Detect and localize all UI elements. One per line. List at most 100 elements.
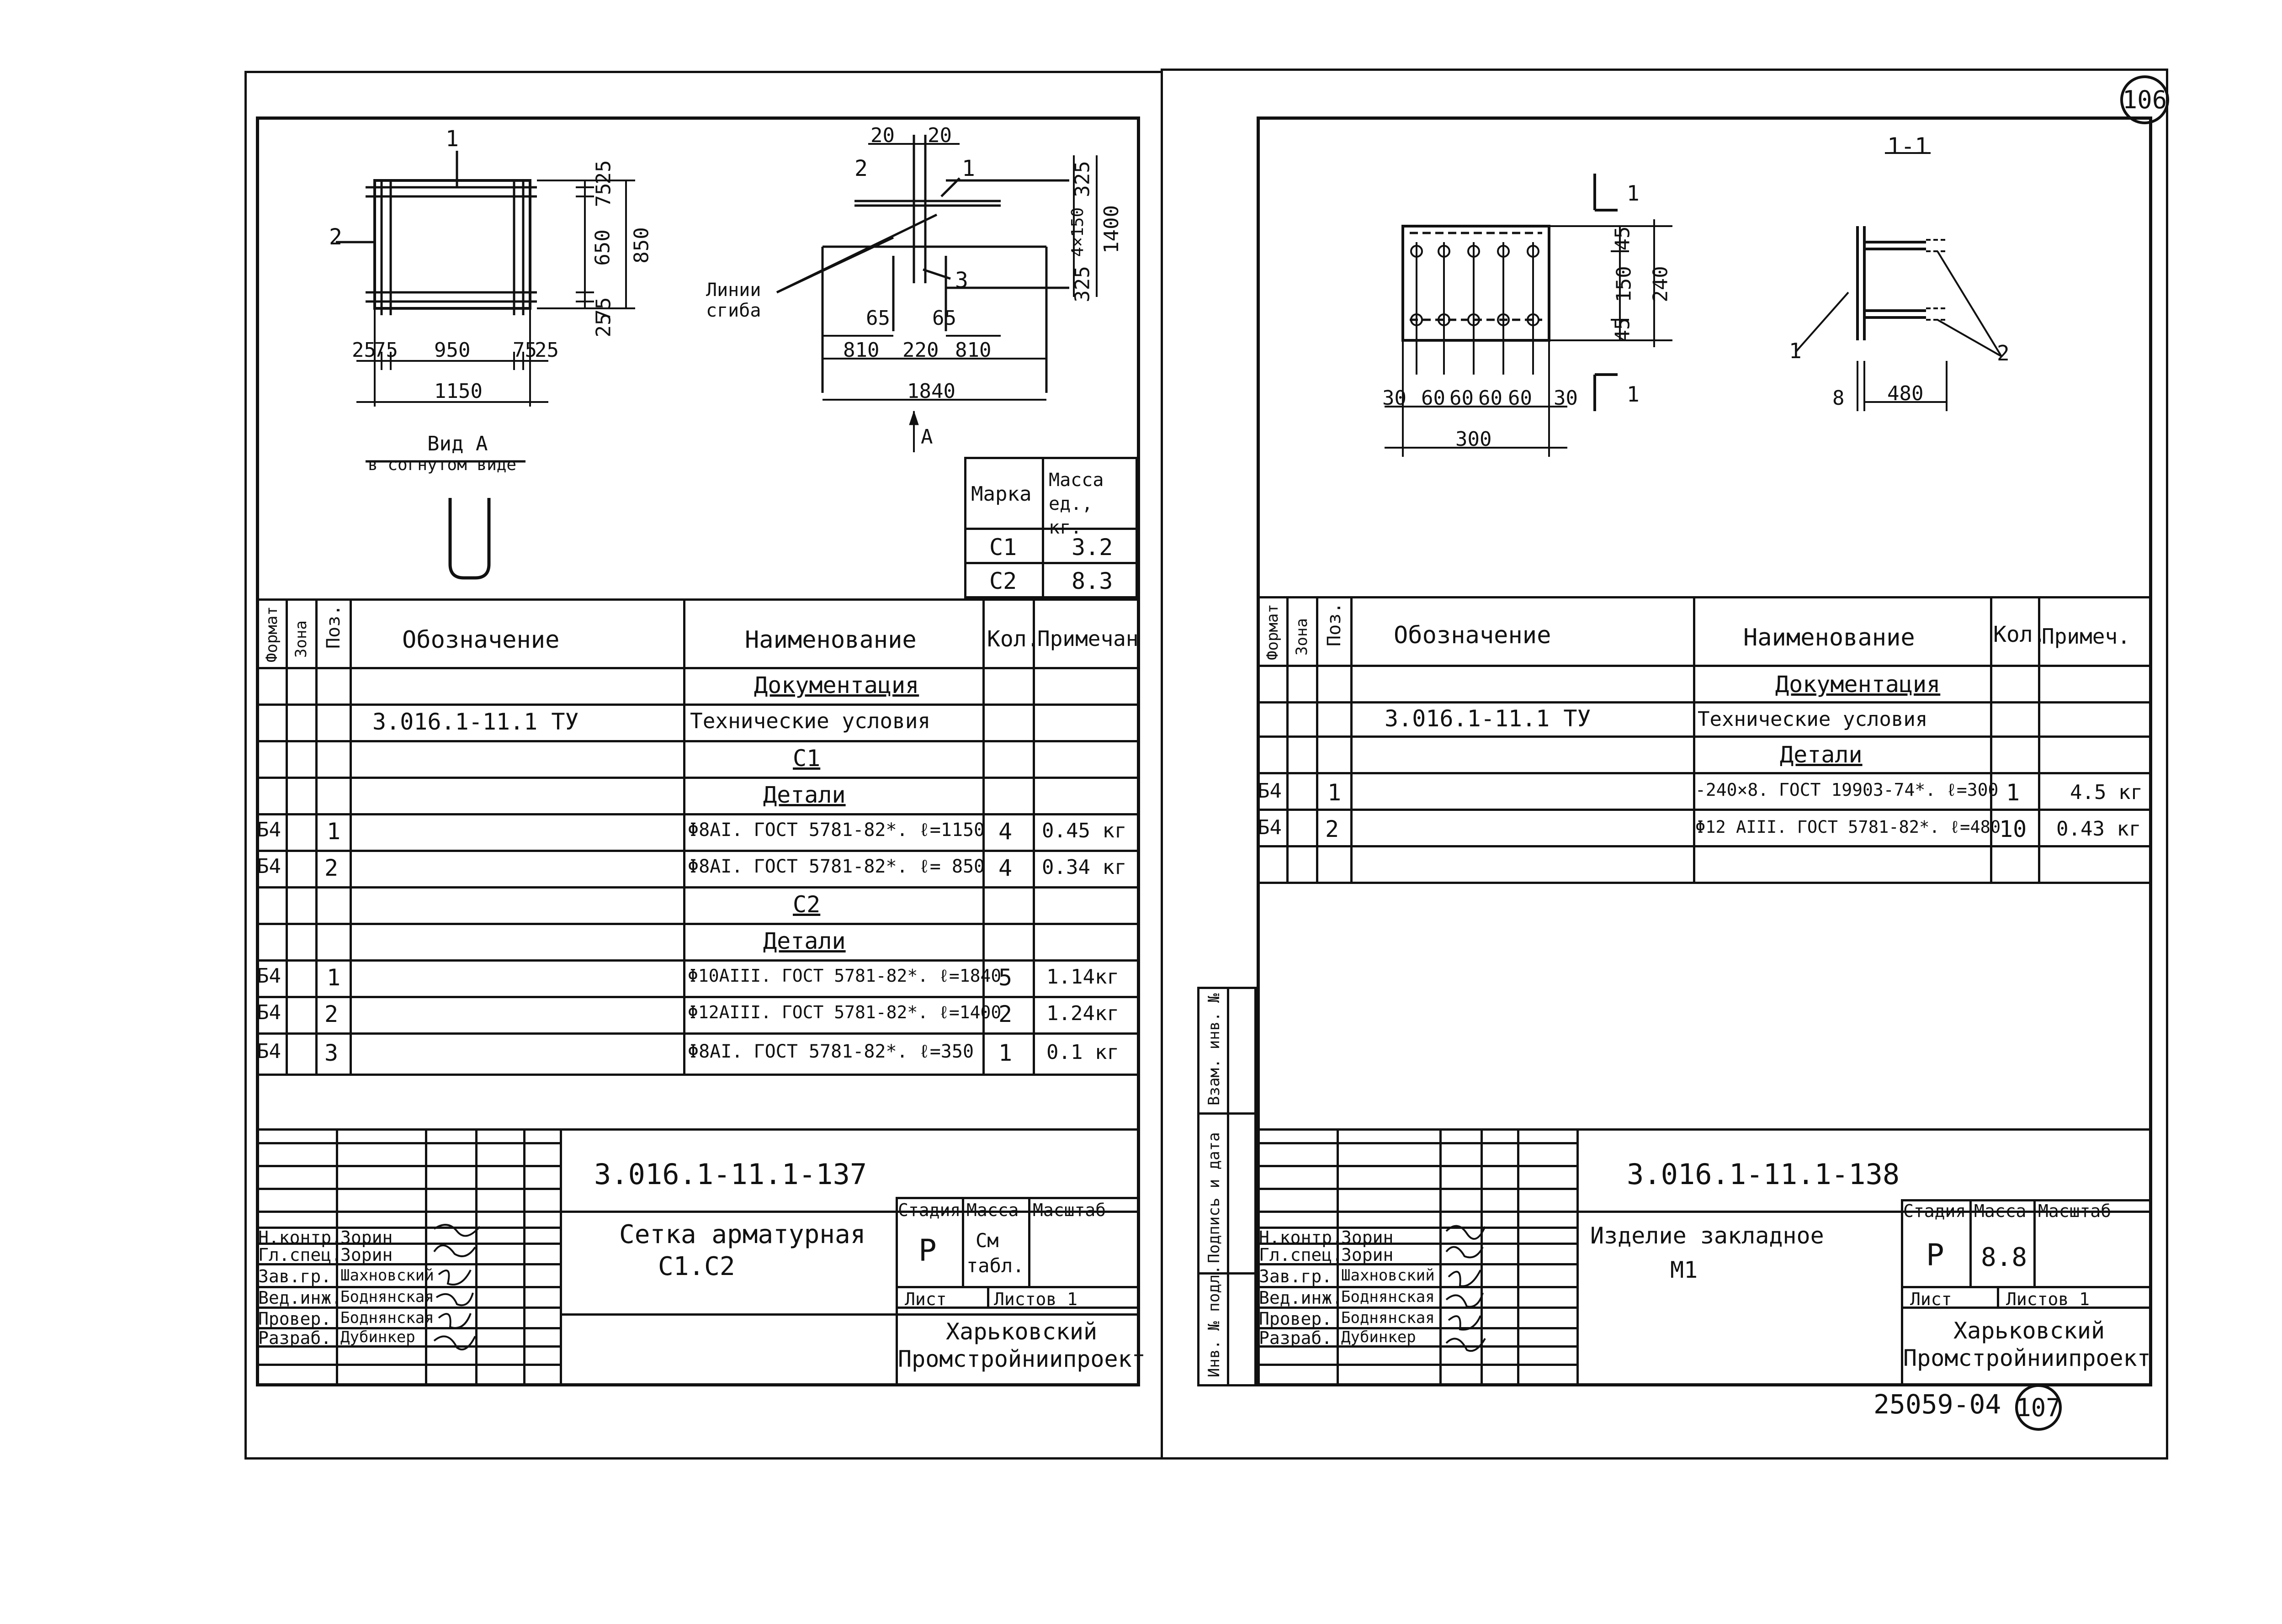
- left-org-name-1: Харьковский: [946, 1318, 1098, 1345]
- mass-table-header-mass: Масса ед., кг.: [1049, 470, 1104, 538]
- spec-row-c2-3-name: Φ8АI. ГОСТ 5781-82*. ℓ=350: [688, 1041, 974, 1062]
- right-role-0: Н.контр.: [1259, 1227, 1343, 1248]
- left-spec-table: Формат Зона Поз. Обозначение Наименовани…: [256, 598, 1140, 1076]
- spec-row-c1-2-qty: 4: [998, 855, 1013, 881]
- right-person-5: Дубинкер: [1341, 1328, 1416, 1346]
- r-spec-header-qty: Кол.: [1993, 622, 2046, 647]
- dim-810-left: 810: [843, 339, 880, 362]
- cut-mark-bottom: 1: [1627, 382, 1640, 407]
- sheet-bottom-border: [244, 1457, 2168, 1460]
- right-org-name-2: Промстройниипроект: [1903, 1345, 2151, 1371]
- dim-8: 8: [1832, 386, 1845, 410]
- spec-row-details-c1: Детали: [763, 782, 846, 808]
- page-number-top-text: 106: [2122, 85, 2167, 114]
- dim-b-25-left: 25: [352, 339, 376, 362]
- r-spec-row-2-format: Б4: [1258, 816, 1282, 839]
- right-spec-table: Формат Зона Поз. Обозначение Наименовани…: [1257, 596, 2152, 893]
- dim-30-left: 30: [1382, 386, 1406, 410]
- mass-table-mass-c2: 8.3: [1072, 568, 1113, 594]
- dim-60-c: 60: [1478, 386, 1502, 410]
- right-org-name-1: Харьковский: [1953, 1317, 2105, 1344]
- mass-table-header-mark: Марка: [971, 482, 1032, 506]
- spec-row-c1-2-format: Б4: [257, 855, 281, 878]
- spec-row-c1-1-pos: 1: [327, 818, 341, 845]
- spec-row-c2-3-pos: 3: [324, 1040, 339, 1066]
- mass-table: Марка Масса ед., кг. С1 3.2 С2 8.3: [964, 457, 1138, 598]
- view-a-subtitle: в согнутом виде: [368, 455, 517, 474]
- left-sheet-label: Лист: [905, 1289, 947, 1309]
- right-person-1: Зорин: [1341, 1245, 1394, 1265]
- section-mark-a: А: [921, 425, 933, 449]
- leader-label-c2-3: 3: [955, 268, 968, 293]
- spec-row-c2: С2: [793, 891, 821, 918]
- sheet-fold-line: [1161, 71, 1163, 1457]
- left-role-4: Провер.: [258, 1309, 332, 1329]
- left-stage-value: Р: [918, 1233, 937, 1268]
- r-spec-header-name: Наименование: [1743, 624, 1915, 651]
- section-title-1-1: 1-1: [1887, 133, 1929, 159]
- left-org-name-2: Промстройниипроект: [898, 1346, 1146, 1372]
- dim-30-right: 30: [1554, 386, 1578, 410]
- view-a-title: Вид А: [427, 432, 488, 455]
- leader-label-1: 1: [446, 126, 459, 152]
- spec-row-c2-2-qty: 2: [998, 1001, 1013, 1027]
- right-frame: [1257, 116, 2152, 1386]
- dim-b-75-right: 75: [513, 339, 537, 362]
- left-person-1: Зорин: [340, 1245, 393, 1265]
- spec-header-designation: Обозначение: [402, 626, 560, 654]
- bend-line-label-2: сгиба: [706, 300, 761, 321]
- r-spec-row-tu-designation: 3.016.1-11.1 ТУ: [1385, 705, 1591, 732]
- spec-row-c1-2-name: Φ8АI. ГОСТ 5781-82*. ℓ= 850: [688, 856, 985, 877]
- right-person-0: Зорин: [1341, 1227, 1394, 1248]
- right-role-2: Зав.гр.: [1259, 1266, 1332, 1286]
- dim-b-75-left: 75: [374, 339, 398, 362]
- page-number-top: 106: [2120, 75, 2169, 124]
- spec-header-name: Наименование: [745, 626, 917, 654]
- right-person-2: Шахновский: [1341, 1266, 1435, 1285]
- spec-row-c1-1-qty: 4: [998, 818, 1013, 845]
- spec-row-c1-1-format: Б4: [257, 818, 281, 841]
- r-spec-row-1-pos: 1: [1327, 779, 1342, 806]
- r-spec-header-pos: Поз.: [1324, 602, 1345, 646]
- left-person-2: Шахновский: [340, 1266, 434, 1285]
- spec-row-c2-2-format: Б4: [257, 1001, 281, 1024]
- section-leader-2: 2: [1997, 341, 2010, 365]
- right-role-3: Вед.инж.: [1259, 1288, 1343, 1308]
- spec-row-c2-1-note: 1.14кг: [1046, 965, 1119, 989]
- leader-label-c2-2: 2: [854, 156, 868, 181]
- left-stage-header: Стадия: [898, 1200, 961, 1220]
- left-mass-value-2: табл.: [966, 1254, 1024, 1277]
- section-leader-1: 1: [1789, 339, 1802, 363]
- dim-1150: 1150: [434, 380, 483, 403]
- left-person-3: Боднянская: [340, 1288, 434, 1306]
- right-doc-number: 3.016.1-11.1-138: [1627, 1158, 1900, 1191]
- left-mass-value-1: См: [976, 1229, 999, 1252]
- leader-label-c2-1: 1: [962, 156, 975, 181]
- right-product-name: Изделие закладное: [1590, 1222, 1824, 1249]
- right-person-4: Боднянская: [1341, 1309, 1435, 1327]
- dim-20-left: 20: [870, 124, 895, 147]
- dim-45-top: 45: [1611, 226, 1635, 251]
- spec-row-c2-1-name: Φ10АIII. ГОСТ 5781-82*. ℓ=1840: [688, 966, 1002, 986]
- right-role-5: Разраб.: [1259, 1328, 1332, 1348]
- dim-20-right: 20: [928, 124, 952, 147]
- right-signatures: [1445, 1225, 1486, 1352]
- spec-row-tu-designation: 3.016.1-11.1 ТУ: [372, 709, 579, 735]
- right-mass-header: Масса: [1974, 1201, 2027, 1221]
- left-mass-header: Масса: [966, 1200, 1019, 1220]
- spec-row-documentation: Документация: [754, 672, 919, 698]
- r-spec-row-2-qty: 10: [1999, 816, 2027, 842]
- dim-150: 150: [1612, 266, 1636, 302]
- spec-row-c2-2-name: Φ12АIII. ГОСТ 5781-82*. ℓ=1400: [688, 1002, 1002, 1022]
- spec-row-c1-2-pos: 2: [324, 855, 339, 881]
- spec-row-c2-3-note: 0.1 кг: [1046, 1041, 1119, 1064]
- r-spec-row-1-name: -240×8. ГОСТ 19903-74*. ℓ=300: [1695, 780, 1999, 800]
- left-role-0: Н.контр.: [258, 1227, 342, 1248]
- dim-b-25-right: 25: [535, 339, 559, 362]
- right-role-1: Гл.спец.: [1259, 1245, 1343, 1265]
- left-person-5: Дубинкер: [340, 1328, 415, 1346]
- spec-row-c1-1-name: Φ8АI. ГОСТ 5781-82*. ℓ=1150: [688, 820, 985, 841]
- dim-45-bottom: 45: [1611, 317, 1635, 342]
